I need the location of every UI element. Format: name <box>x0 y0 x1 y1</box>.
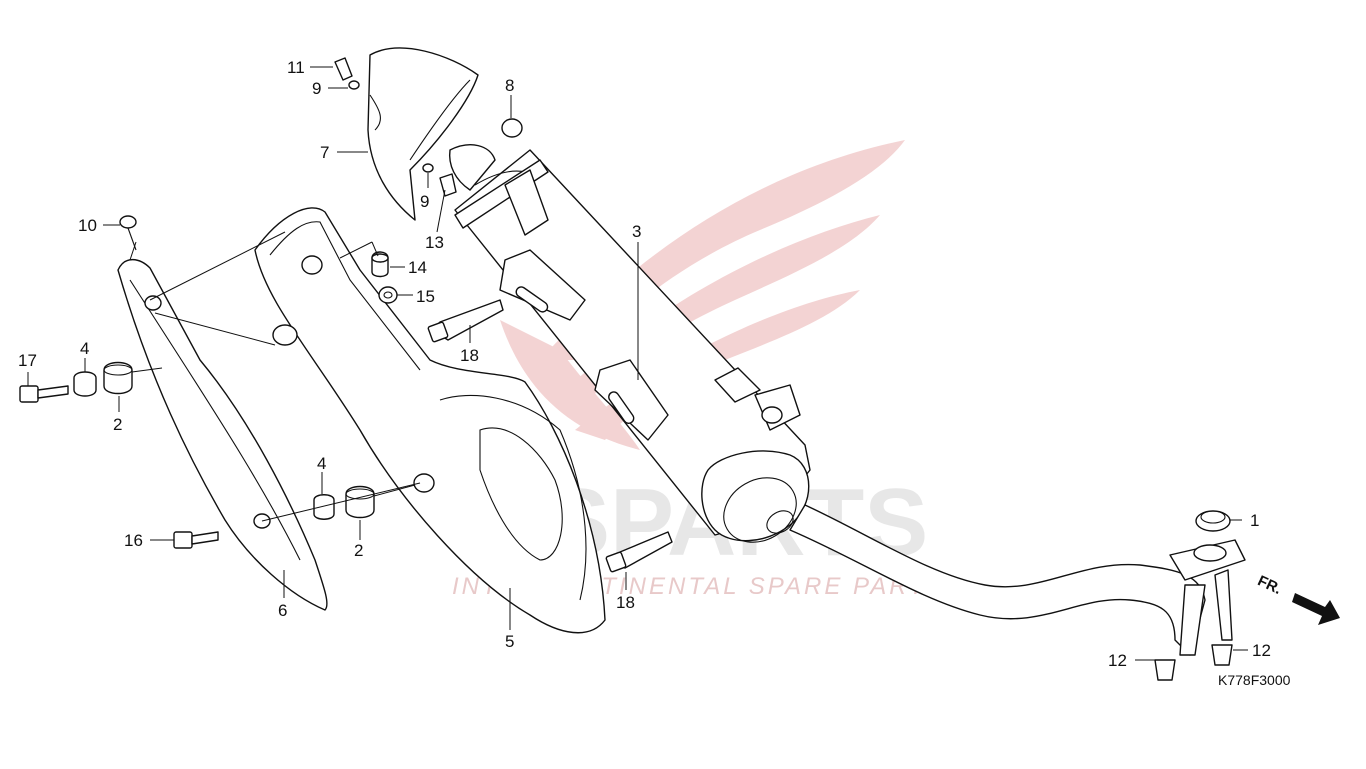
callout-6: 6 <box>278 601 287 620</box>
callout-18: 18 <box>616 593 635 612</box>
callout-4: 4 <box>317 454 326 473</box>
callout-12: 12 <box>1108 651 1127 670</box>
callout-12: 12 <box>1252 641 1271 660</box>
callout-18: 18 <box>460 346 479 365</box>
callout-14: 14 <box>408 258 427 277</box>
end-cover <box>367 47 479 221</box>
grommet-2-upper <box>103 361 133 395</box>
gasket <box>1195 510 1231 532</box>
bolt-18-upper <box>427 299 504 343</box>
callout-13: 13 <box>425 233 444 252</box>
heat-shield <box>254 207 606 634</box>
front-direction-arrow: FR. <box>1255 572 1340 625</box>
callout-5: 5 <box>505 632 514 651</box>
washer-9-lower <box>422 163 434 173</box>
leader-lines <box>27 66 1248 661</box>
bolt-16 <box>173 531 219 549</box>
collar-4-upper <box>73 371 97 397</box>
callout-10: 10 <box>78 216 97 235</box>
callout-3: 3 <box>632 222 641 241</box>
grommet-2-lower <box>345 485 375 519</box>
callout-8: 8 <box>505 76 514 95</box>
callout-15: 15 <box>416 287 435 306</box>
screw-11 <box>334 57 353 81</box>
exhaust-pipe <box>789 504 1246 656</box>
callout-7: 7 <box>320 143 329 162</box>
nut-12-left <box>1154 659 1176 681</box>
nut-12-right <box>1211 644 1233 666</box>
grommet-14 <box>371 251 389 278</box>
callout-9: 9 <box>312 79 321 98</box>
screw-10 <box>119 215 137 251</box>
muffler <box>448 144 811 543</box>
nut-15 <box>378 286 398 304</box>
bolt-18-lower <box>605 531 673 573</box>
callout-11: 11 <box>287 58 305 77</box>
fr-label: FR. <box>1255 572 1284 598</box>
bolt-13 <box>439 173 457 197</box>
callout-1: 1 <box>1250 511 1259 530</box>
callout-numbers: 11 9 7 9 13 8 3 10 14 15 18 17 4 2 4 2 1… <box>18 58 1271 670</box>
callout-16: 16 <box>124 531 143 550</box>
callout-2: 2 <box>354 541 363 560</box>
callout-2: 2 <box>113 415 122 434</box>
callout-17: 17 <box>18 351 37 370</box>
callout-4: 4 <box>80 339 89 358</box>
callout-9: 9 <box>420 192 429 211</box>
diagram-code: K778F3000 <box>1218 672 1291 688</box>
washer-9-top <box>348 80 360 90</box>
collar-4-lower <box>313 494 335 520</box>
cap <box>501 118 523 138</box>
bolt-17 <box>19 385 69 403</box>
